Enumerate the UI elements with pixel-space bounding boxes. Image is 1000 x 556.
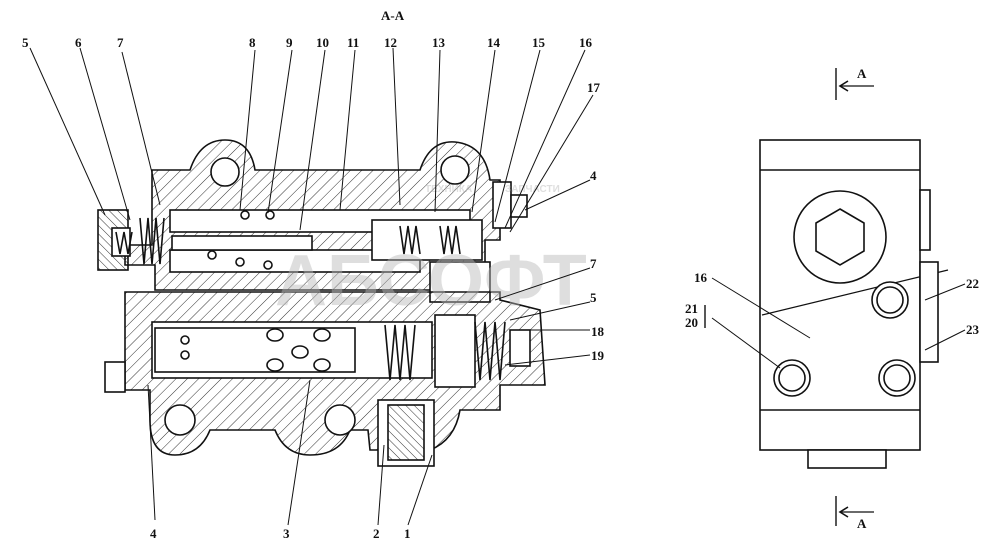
split-line <box>761 269 949 316</box>
ball <box>235 257 245 267</box>
ball <box>266 328 284 342</box>
ball <box>180 350 190 360</box>
ball <box>207 250 217 260</box>
callout: 22 <box>966 276 979 291</box>
left-plug <box>104 361 126 393</box>
callout: 4 <box>590 168 597 183</box>
callout: 14 <box>487 35 501 50</box>
callout: 23 <box>966 322 980 337</box>
side-callouts: A A 16 21 20 22 23 <box>685 66 980 531</box>
side-leader-lines <box>711 277 966 369</box>
ball <box>265 210 275 220</box>
callout: 18 <box>591 324 605 339</box>
callout: 2 <box>373 526 380 541</box>
callout: 5 <box>590 290 597 305</box>
callout: 16 <box>579 35 593 50</box>
watermark: ТЕХНИКА ЗАПЧАСТИ АБСОФТ <box>275 184 587 321</box>
leader-lines <box>29 47 594 526</box>
callout: 3 <box>283 526 290 541</box>
callout: 20 <box>685 315 698 330</box>
callout: 16 <box>694 270 708 285</box>
marker-a-bottom: A <box>857 516 867 531</box>
bottom-fitting-core <box>387 404 425 461</box>
ball <box>263 260 273 270</box>
spring-left-small <box>115 231 133 255</box>
callout: 9 <box>286 35 293 50</box>
callout: 19 <box>591 348 605 363</box>
lower-hole-left <box>164 404 196 436</box>
callout: 6 <box>75 35 82 50</box>
callout: 15 <box>532 35 546 50</box>
spring-cartridge-a <box>399 225 421 255</box>
callout: 8 <box>249 35 256 50</box>
callout: 17 <box>587 80 601 95</box>
side-tab-top <box>919 189 931 251</box>
main-callouts: 5 6 7 8 9 10 11 12 13 14 15 16 17 4 7 5 … <box>22 35 605 541</box>
ball <box>291 345 309 359</box>
callout: 11 <box>347 35 359 50</box>
main-section-view <box>97 139 546 467</box>
side-base <box>807 449 887 469</box>
spring-left-large <box>139 217 165 265</box>
ball <box>313 358 331 372</box>
lower-spool <box>154 327 356 373</box>
callout: 12 <box>384 35 397 50</box>
lower-hole-right <box>324 404 356 436</box>
callout: 4 <box>150 526 157 541</box>
ball <box>266 358 284 372</box>
upper-spool <box>171 235 313 251</box>
ball <box>313 328 331 342</box>
spring-lower-a <box>384 324 416 381</box>
ball <box>240 210 250 220</box>
side-tab-right <box>919 261 939 363</box>
mount-hole-right <box>440 155 470 185</box>
right-bolt-head <box>510 194 528 218</box>
cartridge <box>371 219 483 261</box>
spring-cartridge-b <box>439 225 461 255</box>
callout: 7 <box>590 256 597 271</box>
watermark-line1: ТЕХНИКА <box>425 184 472 195</box>
callout: 13 <box>432 35 446 50</box>
callout: 7 <box>117 35 124 50</box>
marker-a-top: A <box>857 66 867 81</box>
callout: 10 <box>316 35 329 50</box>
piston <box>434 314 476 388</box>
hex-plug <box>815 208 865 266</box>
ball <box>180 335 190 345</box>
end-plug <box>509 329 531 367</box>
section-title: A-A <box>381 8 405 23</box>
mount-hole-left <box>210 157 240 187</box>
side-view <box>704 68 949 526</box>
callout: 5 <box>22 35 29 50</box>
callout: 1 <box>404 526 411 541</box>
spring-lower-b <box>474 321 506 381</box>
watermark-line2: ЗАПЧАСТИ <box>505 184 560 195</box>
watermark-logo: АБСОФТ <box>275 241 587 321</box>
callout: 21 <box>685 301 698 316</box>
